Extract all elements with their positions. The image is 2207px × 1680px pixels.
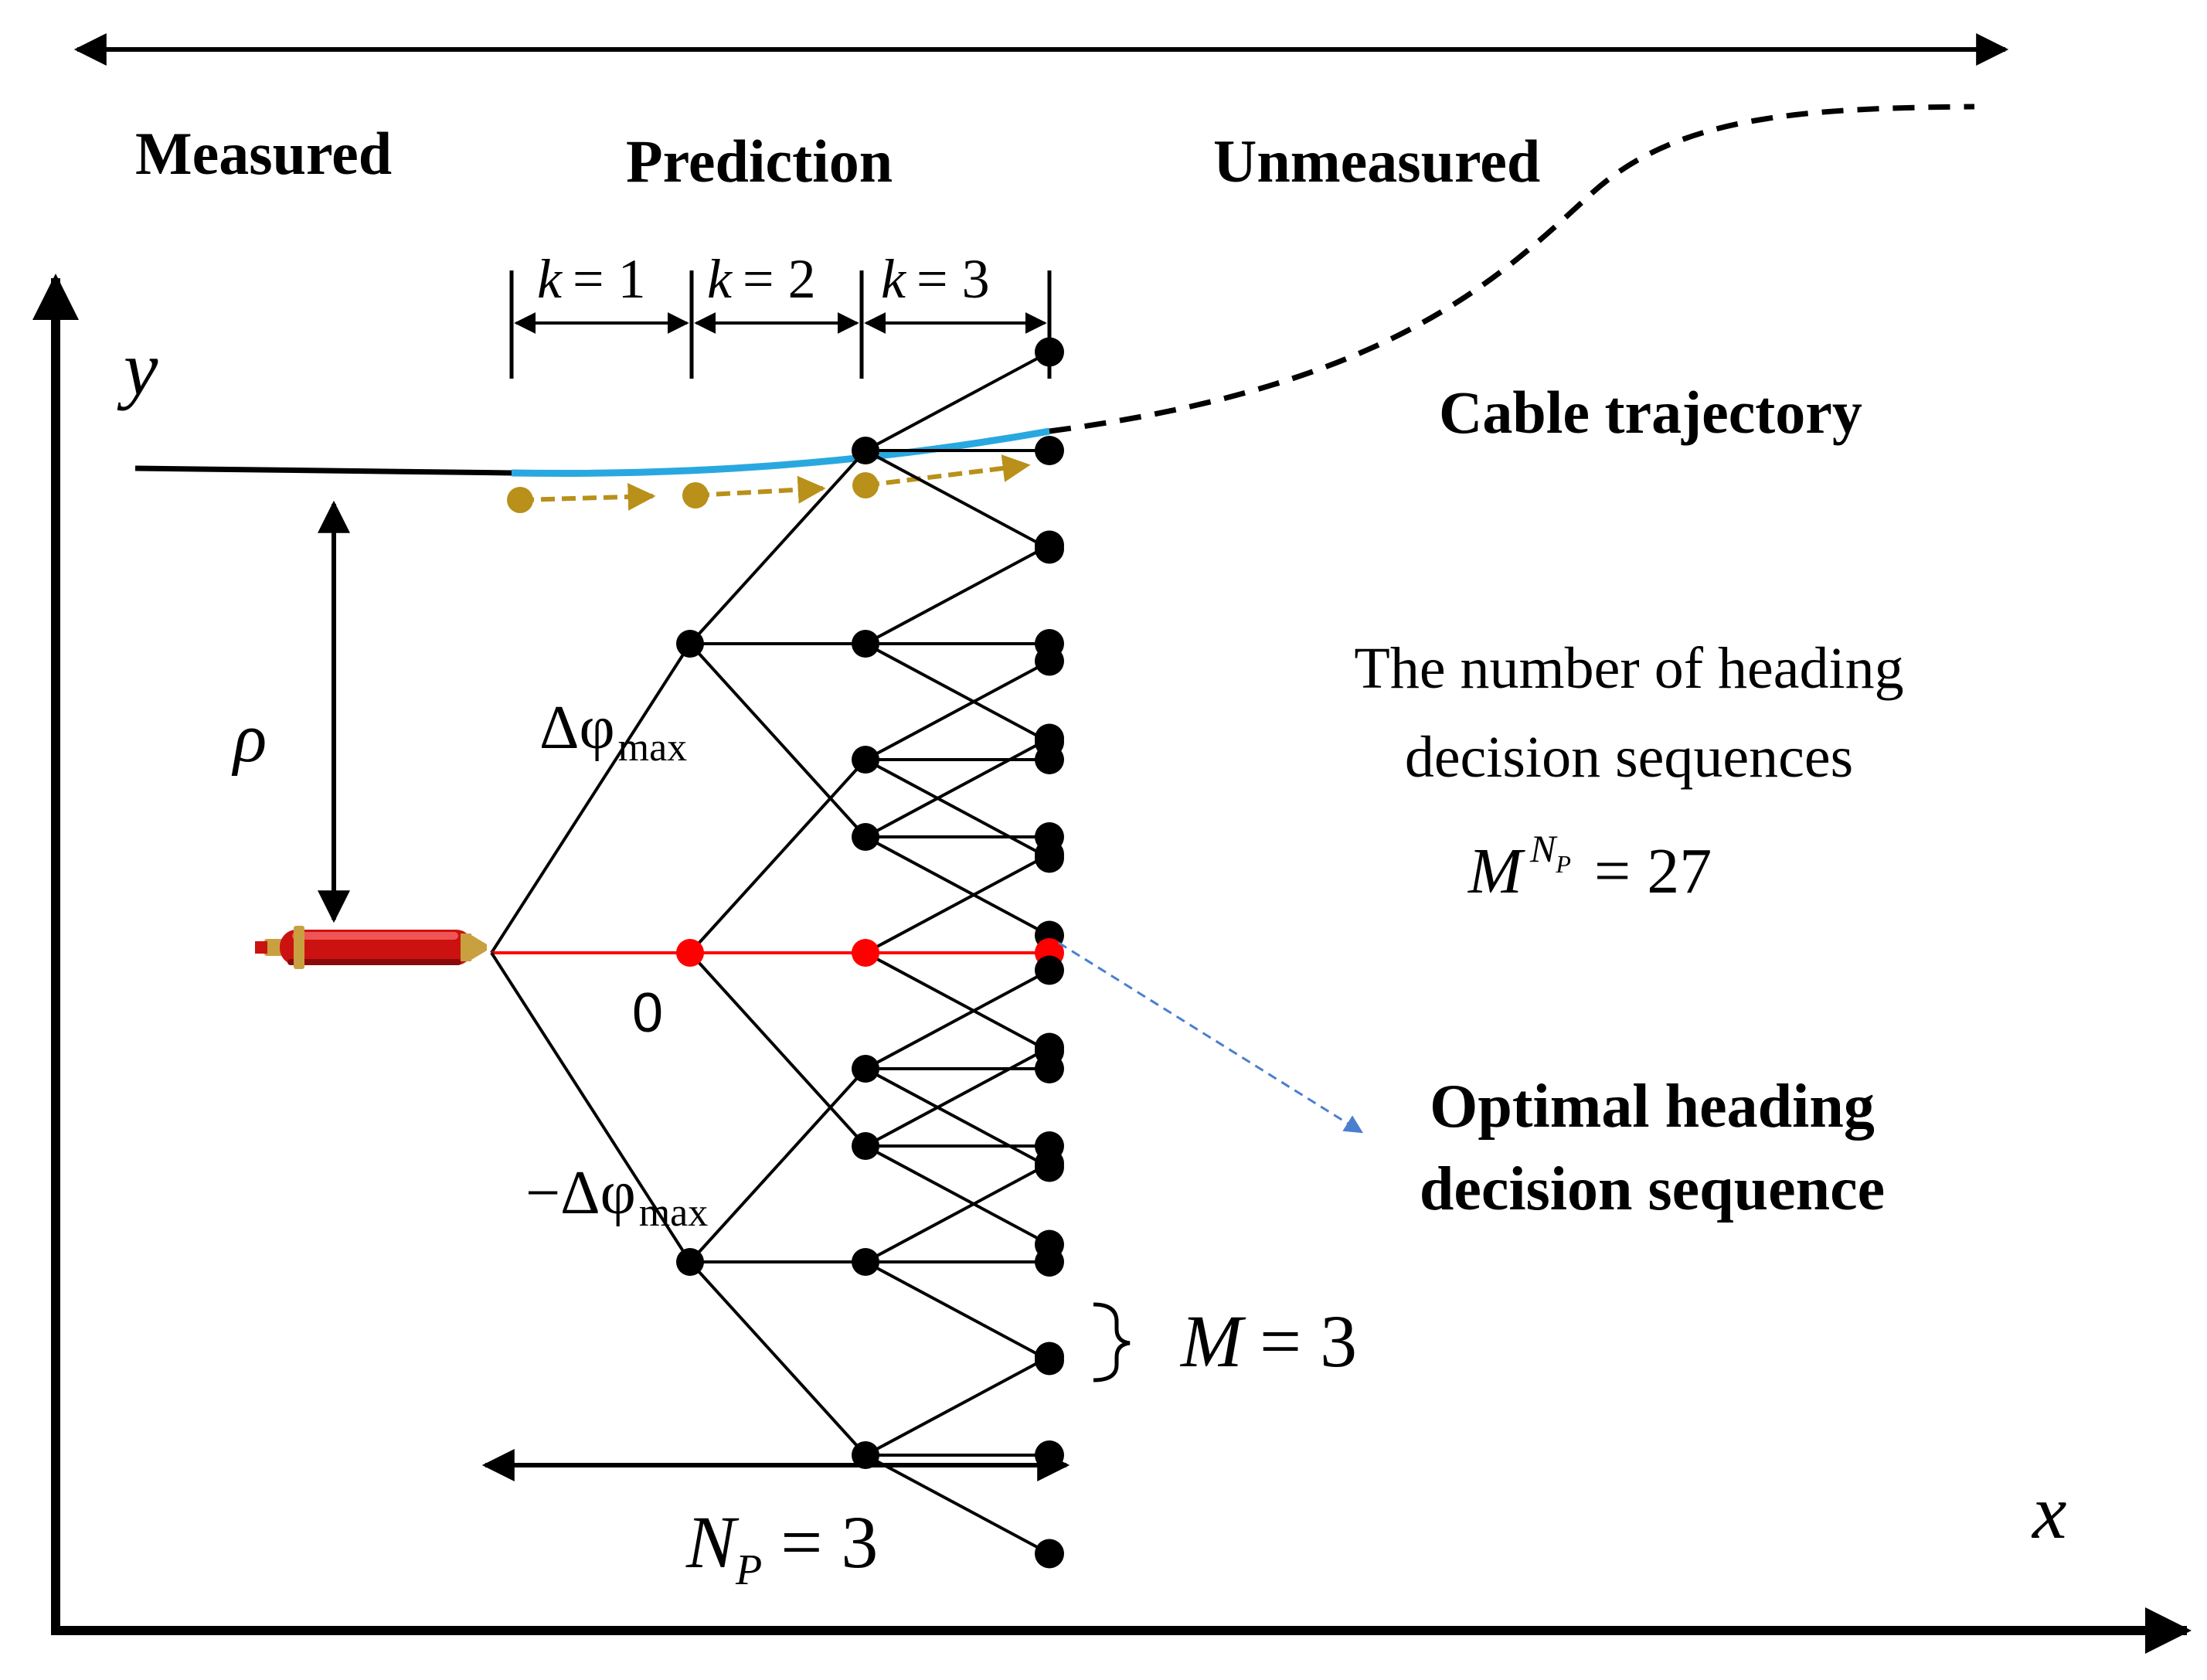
tree-edge <box>490 642 692 954</box>
tree-edge <box>865 1161 1050 1263</box>
cable-measured-segment <box>134 465 512 476</box>
step-label-1: k= 1 <box>537 248 646 310</box>
tree-node <box>852 746 879 774</box>
tree-node <box>852 437 879 464</box>
y-axis-label: y <box>117 325 158 411</box>
tree-edge <box>865 1260 1050 1362</box>
tree-edge <box>865 1355 1050 1457</box>
rho-label: ρ <box>231 700 267 777</box>
tree-edge <box>865 659 1050 761</box>
prediction-marker-arrow <box>519 482 656 511</box>
tree-node <box>1035 839 1064 869</box>
step-label-2: k= 2 <box>707 248 816 310</box>
tree-node <box>1035 1148 1064 1178</box>
tree-node <box>1035 1054 1064 1083</box>
tree-edge <box>865 736 1050 838</box>
auv-vehicle-icon <box>255 926 487 969</box>
tree-node <box>1035 1032 1064 1063</box>
prediction-marker-dot <box>852 472 879 498</box>
tree-edge <box>865 1067 1050 1169</box>
tree-node <box>1035 646 1064 676</box>
prediction-marker-arrow <box>865 454 1031 488</box>
sequence-count-line1: The number of heading <box>1354 636 1903 701</box>
tree-node <box>852 1248 879 1276</box>
optimal-pointer-arrow <box>1058 941 1364 1134</box>
prediction-marker-arrow <box>695 475 826 504</box>
tree-node <box>852 630 879 658</box>
tree-edge <box>865 758 1050 860</box>
tree-edge <box>490 951 692 1263</box>
cable-trajectory <box>134 104 1975 478</box>
tree-edge <box>689 1260 867 1457</box>
branch-label-zero: 0 <box>632 982 663 1044</box>
step-label-3: k= 3 <box>881 248 990 310</box>
tree-node <box>1035 745 1064 774</box>
tree-node <box>1035 337 1064 367</box>
branch-label-positive: Δφmax <box>539 694 687 770</box>
decision-tree-edges <box>490 350 1050 1556</box>
tree-node <box>1035 1247 1064 1277</box>
optimal-sequence-label-line2: decision sequence <box>1420 1155 1885 1223</box>
tree-edge <box>865 642 1050 744</box>
m-brace <box>1093 1302 1131 1382</box>
tree-edge <box>865 835 1050 937</box>
tree-edge <box>689 642 867 838</box>
tree-edge <box>865 1046 1050 1148</box>
tree-node <box>676 1248 704 1276</box>
tree-edge <box>689 758 867 954</box>
cable-predicted-segment <box>511 427 1050 478</box>
tree-edge <box>689 951 867 1148</box>
m-label: M= 3 <box>1179 1300 1357 1382</box>
cable-unmeasured-segment <box>1049 104 1975 434</box>
tree-node <box>1035 1539 1064 1569</box>
prediction-marker-dot <box>507 487 533 513</box>
region-label-measured: Measured <box>135 120 392 187</box>
tree-edge <box>689 1067 867 1263</box>
tree-edge <box>865 449 1050 551</box>
tree-node <box>852 823 879 851</box>
tree-node <box>1035 955 1064 985</box>
tree-edge <box>865 968 1050 1070</box>
tree-node <box>1035 530 1064 560</box>
tree-edge <box>865 350 1050 452</box>
tree-node <box>1035 1342 1064 1372</box>
prediction-markers <box>507 454 1031 513</box>
tree-edge <box>689 449 867 645</box>
decision-tree-nodes <box>676 337 1064 1569</box>
tree-node <box>1035 723 1064 753</box>
tree-edge <box>865 543 1050 645</box>
optimal-sequence-label-line1: Optimal heading <box>1430 1073 1875 1141</box>
prediction-marker-dot <box>682 482 709 508</box>
tree-edge <box>865 1454 1050 1556</box>
optimal-path-node <box>676 939 704 967</box>
cable-trajectory-label: Cable trajectory <box>1439 379 1862 446</box>
tree-edge <box>865 1144 1050 1246</box>
region-label-unmeasured: Unmeasured <box>1213 128 1540 195</box>
tree-node <box>676 630 704 658</box>
tree-edge <box>865 951 1050 1053</box>
sequence-count-line2: decision sequences <box>1405 725 1853 790</box>
tree-node <box>1035 436 1064 465</box>
region-label-prediction: Prediction <box>626 128 893 195</box>
tree-node <box>852 1055 879 1083</box>
np-label: NP= 3 <box>685 1501 878 1594</box>
tree-node <box>852 1132 879 1160</box>
tree-edge <box>865 852 1050 954</box>
x-axis-label: x <box>2031 1469 2066 1555</box>
prediction-steps: k= 1 k= 2 k= 3 <box>509 248 1052 379</box>
branch-label-negative: −Δφmax <box>525 1159 708 1235</box>
optimal-path-node <box>852 939 879 967</box>
